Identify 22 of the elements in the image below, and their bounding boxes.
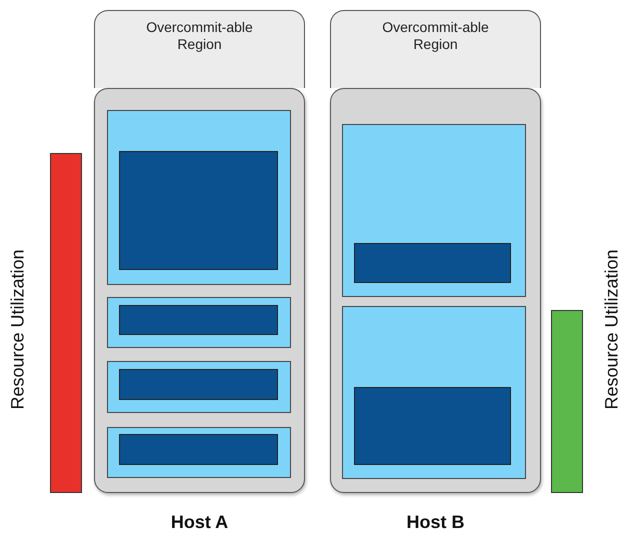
workload-box bbox=[119, 151, 278, 270]
host-label: Host B bbox=[406, 512, 466, 533]
vm-box bbox=[106, 296, 290, 348]
vm-box bbox=[106, 110, 290, 284]
workload-box bbox=[119, 305, 278, 335]
axis-label: Resource Utilization bbox=[8, 249, 29, 410]
workload-box bbox=[119, 369, 278, 400]
region-label: Overcommit-able Region bbox=[381, 18, 490, 53]
workload-box bbox=[354, 387, 511, 465]
workload-box bbox=[119, 434, 278, 465]
vm-box bbox=[106, 360, 290, 412]
vm-box bbox=[342, 306, 526, 478]
workload-box bbox=[354, 243, 511, 283]
region-panel bbox=[330, 10, 541, 88]
utilization-bar bbox=[50, 153, 82, 493]
region-panel bbox=[94, 10, 305, 88]
vm-box bbox=[106, 426, 290, 478]
axis-label: Resource Utilization bbox=[602, 249, 622, 410]
utilization-bar bbox=[551, 310, 583, 493]
region-label: Overcommit-able Region bbox=[145, 18, 254, 53]
vm-box bbox=[342, 124, 526, 296]
host-label: Host A bbox=[170, 512, 230, 533]
